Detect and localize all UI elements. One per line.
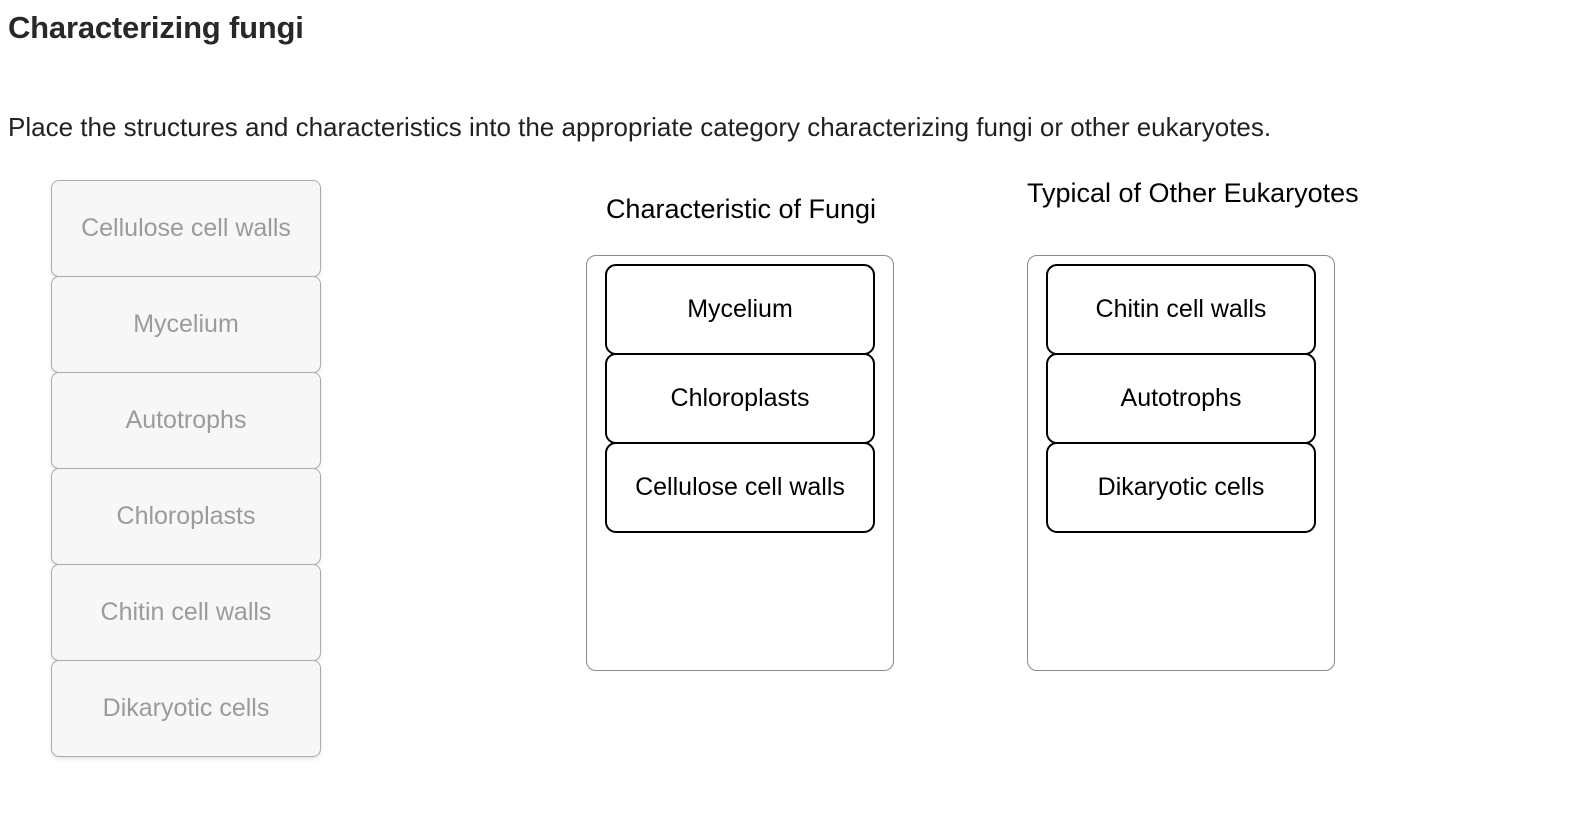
draggable-tile[interactable]: Cellulose cell walls xyxy=(51,180,321,277)
draggable-tile-label: Chitin cell walls xyxy=(100,598,272,626)
placed-tile[interactable]: Chitin cell walls xyxy=(1046,264,1316,355)
placed-tile-label: Chloroplasts xyxy=(670,384,810,412)
draggable-tile-label: Autotrophs xyxy=(125,406,247,434)
category-other-eukaryotes: Typical of Other Eukaryotes Chitin cell … xyxy=(1027,170,1359,671)
draggable-tile[interactable]: Mycelium xyxy=(51,276,321,373)
placed-tile[interactable]: Dikaryotic cells xyxy=(1046,442,1316,533)
draggable-tile[interactable]: Chitin cell walls xyxy=(51,564,321,661)
placed-tile[interactable]: Autotrophs xyxy=(1046,353,1316,444)
draggable-tile-label: Mycelium xyxy=(133,310,239,338)
dropzone-other-eukaryotes[interactable]: Chitin cell walls Autotrophs Dikaryotic … xyxy=(1027,255,1335,671)
placed-tile-label: Chitin cell walls xyxy=(1095,295,1267,323)
instructions-text: Place the structures and characteristics… xyxy=(8,112,1272,142)
dropzone-fungi[interactable]: Mycelium Chloroplasts Cellulose cell wal… xyxy=(586,255,894,671)
draggable-tile[interactable]: Chloroplasts xyxy=(51,468,321,565)
category-fungi: Characteristic of Fungi Mycelium Chlorop… xyxy=(586,170,896,671)
draggable-tile[interactable]: Dikaryotic cells xyxy=(51,660,321,757)
draggable-tile-label: Cellulose cell walls xyxy=(81,214,291,242)
category-other-eukaryotes-title: Typical of Other Eukaryotes xyxy=(1027,178,1359,208)
answer-bank: Cellulose cell walls Mycelium Autotrophs… xyxy=(51,180,321,757)
placed-tile[interactable]: Cellulose cell walls xyxy=(605,442,875,533)
page-title: Characterizing fungi xyxy=(8,10,304,45)
placed-tile-label: Dikaryotic cells xyxy=(1097,473,1265,501)
placed-tile-label: Mycelium xyxy=(687,295,793,323)
placed-tile-label: Autotrophs xyxy=(1120,384,1242,412)
placed-tile[interactable]: Chloroplasts xyxy=(605,353,875,444)
placed-tile-label: Cellulose cell walls xyxy=(635,473,845,501)
draggable-tile-label: Dikaryotic cells xyxy=(102,694,270,722)
draggable-tile-label: Chloroplasts xyxy=(116,502,256,530)
draggable-tile[interactable]: Autotrophs xyxy=(51,372,321,469)
placed-tile[interactable]: Mycelium xyxy=(605,264,875,355)
category-fungi-title: Characteristic of Fungi xyxy=(605,194,877,224)
